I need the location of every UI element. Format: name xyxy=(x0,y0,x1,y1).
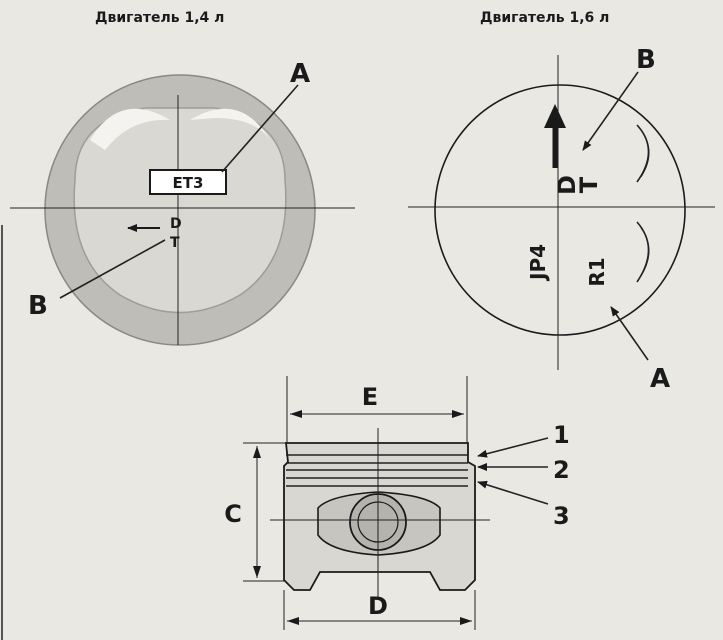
callout-a-left: A xyxy=(290,59,310,89)
piston-top-view-1-6: D T JP4 R1 B A xyxy=(408,45,715,394)
direction-arrow-right-head xyxy=(544,104,566,128)
title-engine-1-6: Двигатель 1,6 л xyxy=(480,10,610,26)
valve-recess-left xyxy=(90,108,170,150)
dimension-label-e: E xyxy=(362,383,378,411)
marking-et3: ET3 xyxy=(173,174,204,192)
direction-letter-d-right: D xyxy=(553,175,581,195)
direction-letter-d-left: D xyxy=(170,216,182,232)
code-r1: R1 xyxy=(585,257,609,286)
leader-line-a-left xyxy=(221,84,299,173)
direction-letter-t-left: T xyxy=(170,235,180,251)
piston-side-view: E C D 1 2 3 xyxy=(224,376,570,630)
valve-recess-right xyxy=(190,108,270,140)
valve-recess-lower-inner xyxy=(640,227,650,277)
leader-line-b-left xyxy=(59,239,166,299)
leader-line-a-right xyxy=(610,306,649,361)
leader-ring-3 xyxy=(477,480,549,505)
piston-crown-right xyxy=(434,84,686,336)
dimension-label-d: D xyxy=(368,592,388,620)
dimension-label-c: C xyxy=(224,500,242,528)
leader-ring-1 xyxy=(477,437,549,458)
title-engine-1-4: Двигатель 1,4 л xyxy=(95,10,225,26)
direction-letter-t-right: T xyxy=(575,176,603,193)
leader-line-b-right xyxy=(582,71,639,151)
piston-top-view-1-4: ET3 D T A B xyxy=(10,59,355,346)
ring-label-3: 3 xyxy=(553,502,570,530)
valve-recess-upper xyxy=(636,124,650,183)
ring-label-2: 2 xyxy=(553,456,570,484)
ring-label-1: 1 xyxy=(553,421,570,449)
callout-b-left: B xyxy=(28,291,48,321)
callout-a-right: A xyxy=(650,364,670,394)
code-jp4: JP4 xyxy=(526,244,550,282)
valve-recess-upper-inner xyxy=(640,129,650,178)
callout-b-right: B xyxy=(636,45,656,75)
marking-box xyxy=(149,169,227,195)
